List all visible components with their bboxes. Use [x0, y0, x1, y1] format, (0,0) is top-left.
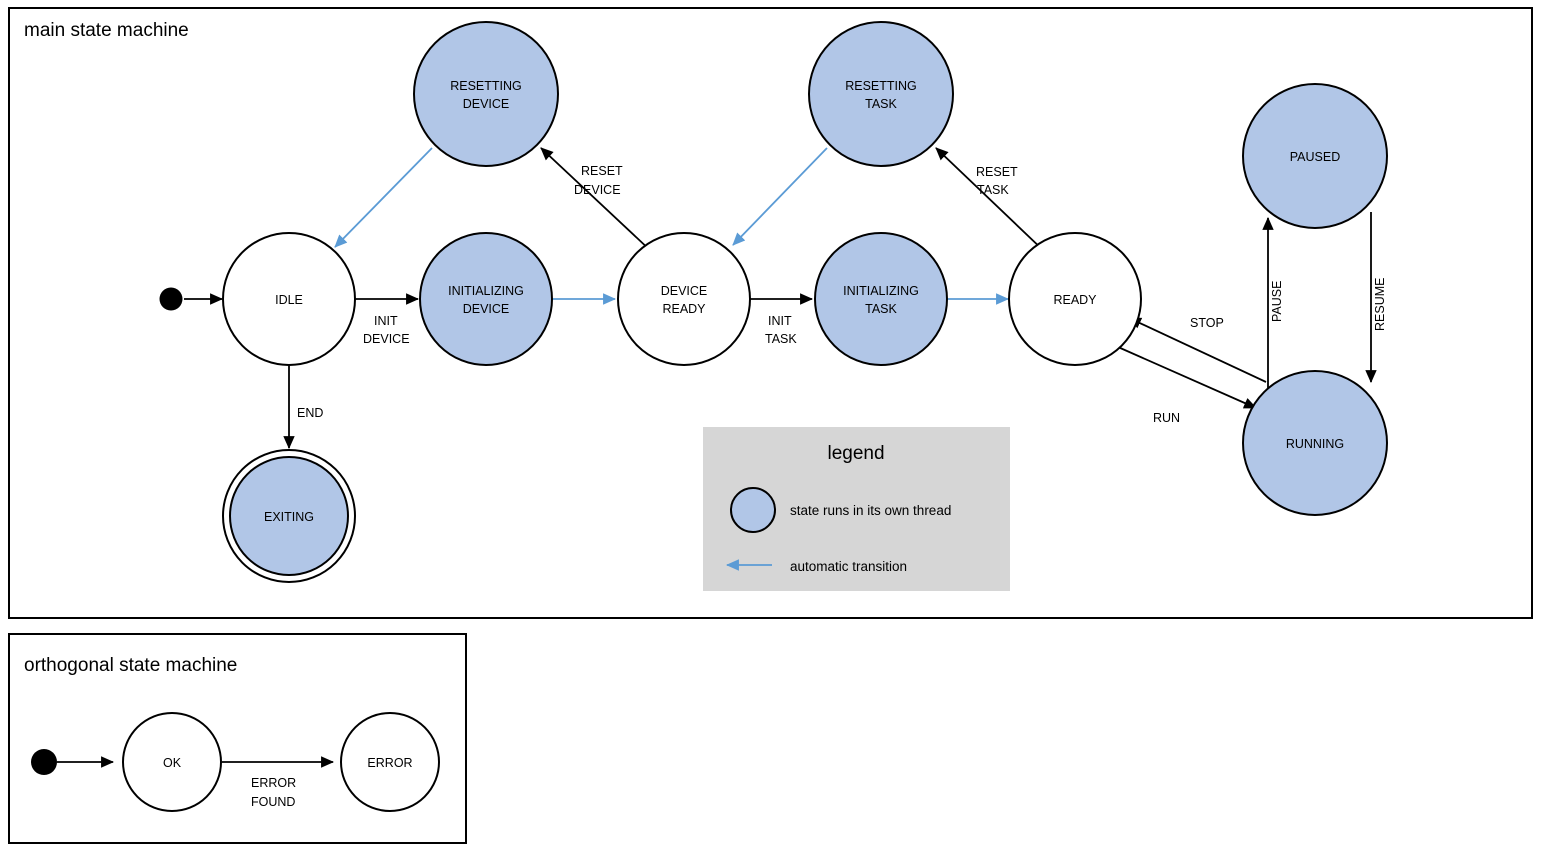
state-device-ready-label-line1: DEVICE — [661, 284, 708, 298]
state-initializing-device[interactable]: INITIALIZING DEVICE — [419, 232, 553, 366]
transition-label-init-device-line1: INIT — [374, 314, 398, 328]
transition-resetting-task-to-device-ready[interactable] — [732, 147, 828, 246]
state-ok-label: OK — [163, 756, 182, 770]
state-exiting[interactable]: EXITING — [222, 449, 356, 583]
transition-label-reset-task-line2: TASK — [977, 183, 1009, 197]
state-resetting-device[interactable]: RESETTING DEVICE — [413, 21, 559, 167]
state-initializing-device-label-line1: INITIALIZING — [448, 284, 524, 298]
state-ready[interactable]: READY — [1008, 232, 1142, 366]
state-idle[interactable]: IDLE — [222, 232, 356, 366]
state-initializing-task-label-line2: TASK — [865, 302, 897, 316]
transition-ready-to-running[interactable] — [1117, 346, 1257, 409]
state-initializing-task-label-line1: INITIALIZING — [843, 284, 919, 298]
state-idle-label: IDLE — [275, 293, 303, 307]
state-paused-label: PAUSED — [1290, 150, 1340, 164]
legend-item-threaded-label: state runs in its own thread — [790, 503, 951, 518]
legend-threaded-state-icon — [730, 487, 776, 533]
legend: legend state runs in its own thread auto… — [703, 427, 1010, 591]
state-running[interactable]: RUNNING — [1242, 370, 1388, 516]
orthogonal-transitions: ERROR FOUND — [57, 756, 335, 809]
orthogonal-frame-title: orthogonal state machine — [24, 655, 237, 676]
state-exiting-label: EXITING — [264, 510, 314, 524]
transition-label-error-found-line2: FOUND — [251, 795, 295, 809]
state-error[interactable]: ERROR — [340, 712, 440, 812]
state-resetting-device-label-line1: RESETTING — [450, 79, 522, 93]
transition-label-error-found-line1: ERROR — [251, 776, 296, 790]
state-initializing-task[interactable]: INITIALIZING TASK — [814, 232, 948, 366]
main-transitions: INIT DEVICE RESET DEVICE END INIT TASK R… — [184, 147, 1387, 450]
transition-label-reset-task-line1: RESET — [976, 165, 1018, 179]
state-resetting-device-label-line2: DEVICE — [463, 97, 510, 111]
orthogonal-states: OK ERROR — [31, 712, 440, 812]
final-state-inner-ring — [229, 456, 349, 576]
state-paused[interactable]: PAUSED — [1242, 83, 1388, 229]
transition-device-ready-to-resetting-device[interactable] — [540, 147, 653, 253]
legend-title: legend — [827, 443, 884, 464]
transition-label-end: END — [297, 406, 323, 420]
transition-label-run: RUN — [1153, 411, 1180, 425]
main-states: IDLE INITIALIZING DEVICE RESETTING DEVIC… — [159, 21, 1388, 583]
state-resetting-task[interactable]: RESETTING TASK — [808, 21, 954, 167]
transition-label-init-task-line2: TASK — [765, 332, 797, 346]
legend-item-automatic-label: automatic transition — [790, 559, 907, 574]
state-resetting-task-label-line2: TASK — [865, 97, 897, 111]
transition-label-stop: STOP — [1190, 316, 1224, 330]
initial-state-dot-main[interactable] — [159, 287, 183, 311]
transition-label-pause: PAUSE — [1270, 281, 1284, 322]
transition-ready-to-resetting-task[interactable] — [935, 147, 1046, 253]
transition-label-reset-device-line2: DEVICE — [574, 183, 621, 197]
transition-label-init-task-line1: INIT — [768, 314, 792, 328]
transition-label-init-device-line2: DEVICE — [363, 332, 410, 346]
main-frame-title: main state machine — [24, 20, 189, 41]
transition-label-reset-device-line1: RESET — [581, 164, 623, 178]
state-running-label: RUNNING — [1286, 437, 1344, 451]
state-ok[interactable]: OK — [122, 712, 222, 812]
state-initializing-device-label-line2: DEVICE — [463, 302, 510, 316]
state-error-label: ERROR — [367, 756, 412, 770]
state-ready-label: READY — [1053, 293, 1097, 307]
state-device-ready[interactable]: DEVICE READY — [617, 232, 751, 366]
transition-running-to-ready[interactable] — [1128, 317, 1267, 383]
initial-state-dot-orthogonal[interactable] — [31, 749, 57, 775]
state-resetting-task-label-line1: RESETTING — [845, 79, 917, 93]
transition-resetting-device-to-idle[interactable] — [334, 147, 433, 248]
transition-label-resume: RESUME — [1373, 278, 1387, 331]
state-device-ready-label-line2: READY — [662, 302, 706, 316]
